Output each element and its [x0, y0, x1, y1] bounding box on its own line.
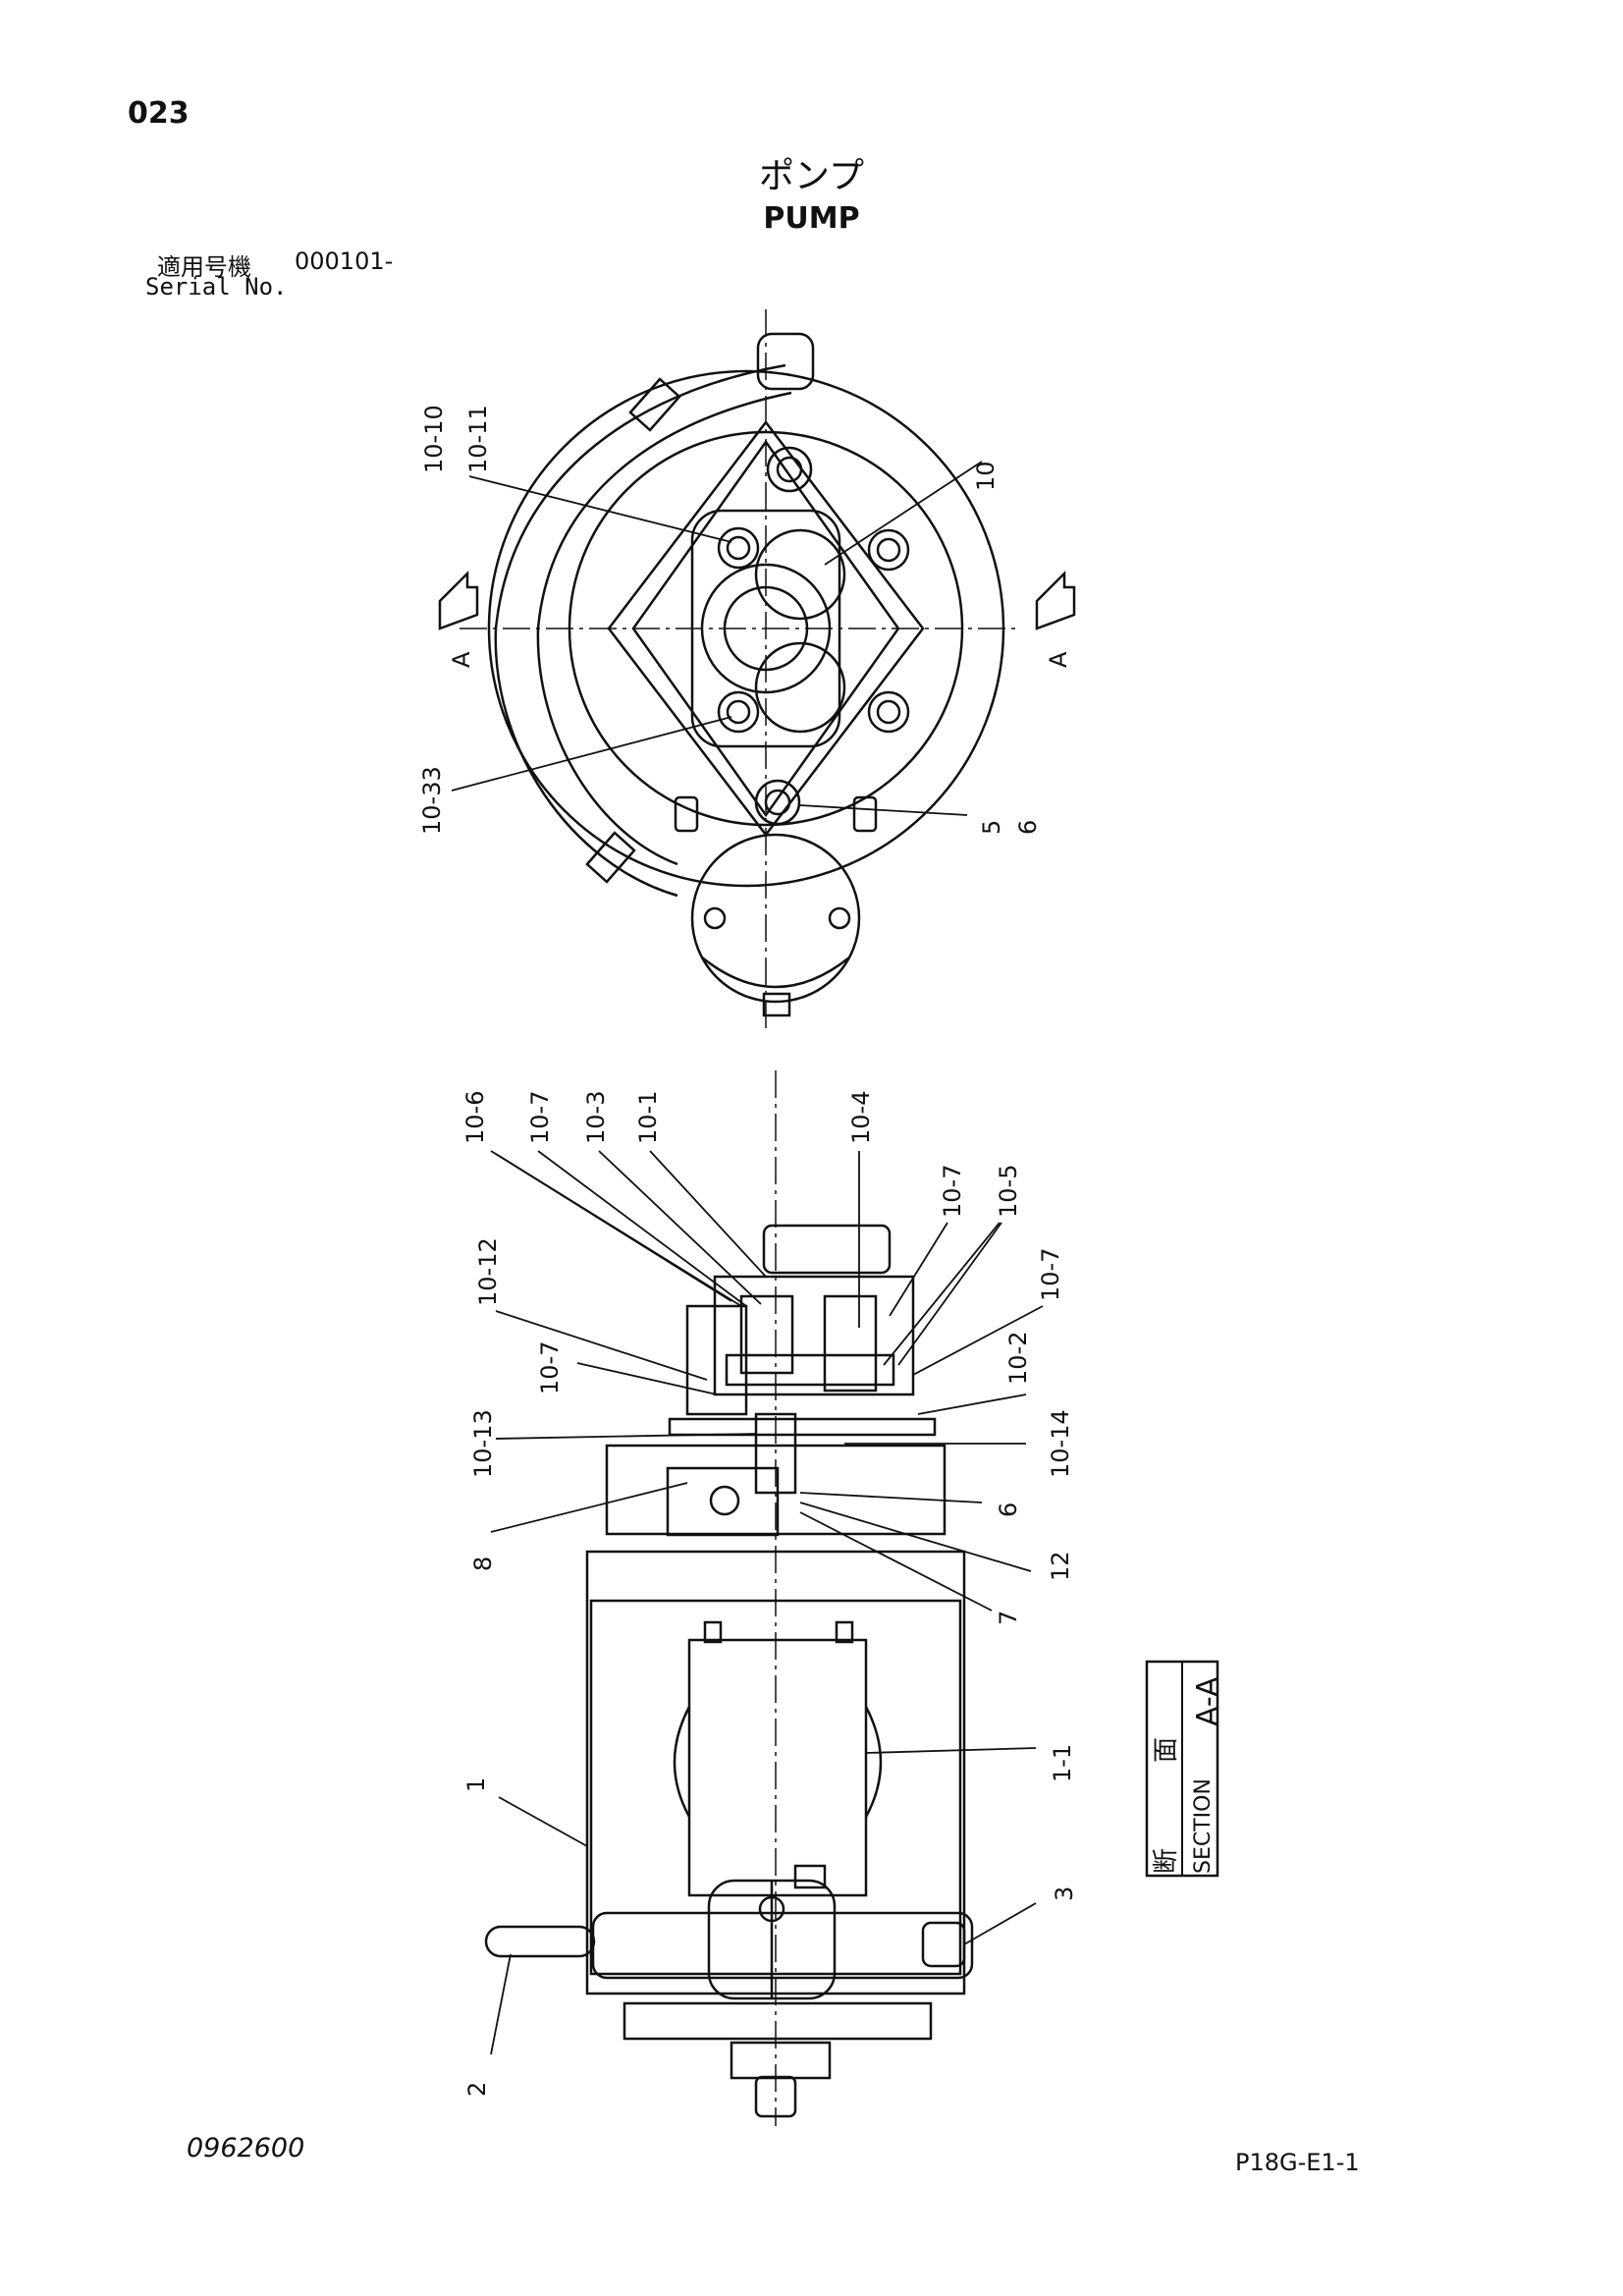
callout-10-6: 10-6 — [461, 1091, 489, 1144]
callout-10-1: 10-1 — [634, 1091, 662, 1144]
callout-10-7-a: 10-7 — [526, 1091, 554, 1144]
callout-10-13: 10-13 — [469, 1409, 497, 1478]
doc-code: 0962600 — [187, 2133, 305, 2163]
callout-12: 12 — [1047, 1551, 1074, 1581]
callout-10-2: 10-2 — [1004, 1332, 1032, 1385]
callout-7: 7 — [995, 1611, 1022, 1625]
title-jp: ポンプ — [759, 156, 864, 196]
callout-10-14: 10-14 — [1047, 1409, 1074, 1478]
serial-label-en: Serial No. — [145, 273, 288, 301]
callout-6: 6 — [995, 1503, 1022, 1517]
section-marker-left: A — [448, 651, 475, 668]
callout-10-10: 10-10 — [420, 405, 448, 473]
section-label-jp-2: 面 — [1152, 1737, 1181, 1763]
page-number: 023 — [128, 96, 189, 131]
callout-10-7-b: 10-7 — [939, 1165, 966, 1218]
callout-10-7-d: 10-7 — [1037, 1248, 1064, 1301]
callout-10-7-c: 10-7 — [536, 1341, 564, 1394]
callout-10-5: 10-5 — [995, 1165, 1022, 1218]
title-en: PUMP — [763, 201, 860, 236]
section-label-en: SECTION — [1191, 1778, 1216, 1874]
callout-1-1: 1-1 — [1049, 1744, 1076, 1782]
section-label-name: A-A — [1191, 1676, 1225, 1726]
serial-value: 000101- — [295, 247, 394, 275]
section-view — [484, 1070, 1044, 2126]
top-view — [438, 309, 1076, 1031]
callout-2: 2 — [463, 2082, 491, 2097]
callout-3: 3 — [1051, 1886, 1078, 1901]
callout-6-top: 6 — [1014, 820, 1042, 835]
callout-10-33: 10-33 — [418, 766, 446, 835]
callout-5: 5 — [978, 820, 1005, 835]
callout-10: 10 — [972, 461, 1000, 491]
sheet-code: P18G-E1-1 — [1235, 2149, 1360, 2176]
section-label-jp-1: 断 — [1152, 1848, 1181, 1874]
callout-10-11: 10-11 — [464, 405, 492, 473]
callout-1: 1 — [462, 1777, 490, 1792]
section-marker-right: A — [1045, 651, 1072, 668]
callout-10-3: 10-3 — [582, 1091, 610, 1144]
callout-10-4: 10-4 — [847, 1091, 875, 1144]
serial-label-jp: 適用号機 — [157, 253, 251, 281]
callout-8: 8 — [469, 1557, 497, 1571]
callout-10-12: 10-12 — [474, 1237, 502, 1306]
